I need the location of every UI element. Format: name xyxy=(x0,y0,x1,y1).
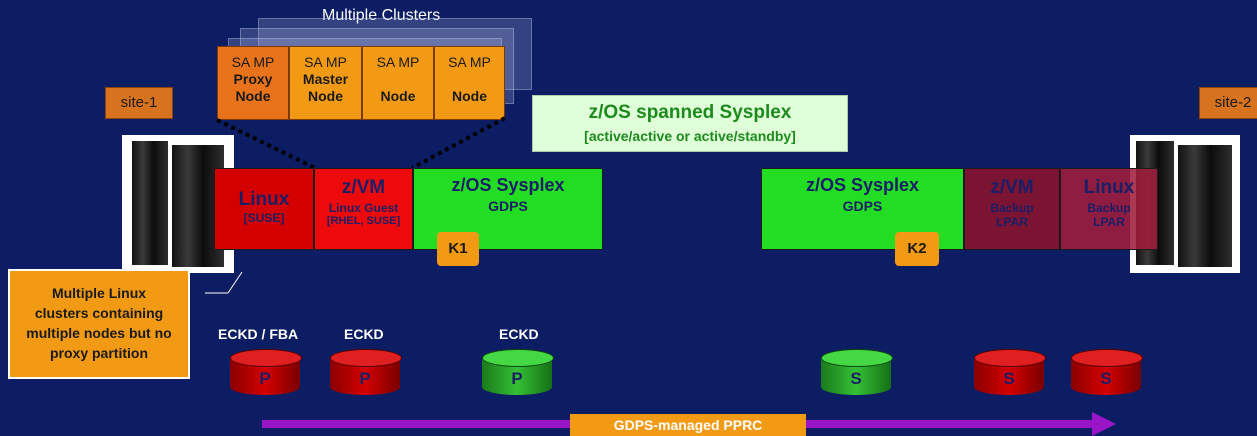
right-linux-backup-lpar: Linux Backup LPAR xyxy=(1060,168,1158,250)
disk-primary-1: P xyxy=(230,349,302,399)
eckd-label-1: ECKD xyxy=(344,326,384,342)
samp-proxy-node: SA MP Proxy Node xyxy=(217,46,289,120)
k2-badge: K2 xyxy=(895,232,939,266)
eckd-label-2: ECKD xyxy=(499,326,539,342)
right-zvm-backup-lpar: z/VM Backup LPAR xyxy=(964,168,1060,250)
samp-node-4: SA MP Node xyxy=(434,46,505,120)
disk-primary-3: P xyxy=(482,349,554,399)
left-zos-sysplex-lpar: z/OS Sysplex GDPS xyxy=(413,168,603,250)
samp-node-3: SA MP Node xyxy=(362,46,434,120)
mainframe-left-image xyxy=(122,135,234,273)
left-linux-lpar: Linux [SUSE] xyxy=(214,168,314,250)
disk-secondary-1: S xyxy=(821,349,893,399)
site-1-label: site-1 xyxy=(105,87,173,119)
sysplex-title: z/OS spanned Sysplex xyxy=(588,102,792,123)
disk-secondary-2: S xyxy=(974,349,1046,399)
pprc-label: GDPS-managed PPRC xyxy=(570,414,806,436)
multiple-linux-callout: Multiple Linux clusters containing multi… xyxy=(8,269,190,379)
sysplex-subtitle: [active/active or active/standby] xyxy=(584,128,796,144)
disk-primary-2: P xyxy=(330,349,402,399)
eckd-fba-label: ECKD / FBA xyxy=(218,326,299,342)
sysplex-title-box: z/OS spanned Sysplex [active/active or a… xyxy=(532,95,848,152)
samp-master-node: SA MP Master Node xyxy=(289,46,362,120)
disk-secondary-3: S xyxy=(1071,349,1143,399)
left-zvm-lpar: z/VM Linux Guest [RHEL, SUSE] xyxy=(314,168,413,250)
k1-badge: K1 xyxy=(437,232,479,266)
clusters-title: Multiple Clusters xyxy=(322,7,441,24)
site-2-label: site-2 xyxy=(1199,87,1257,119)
